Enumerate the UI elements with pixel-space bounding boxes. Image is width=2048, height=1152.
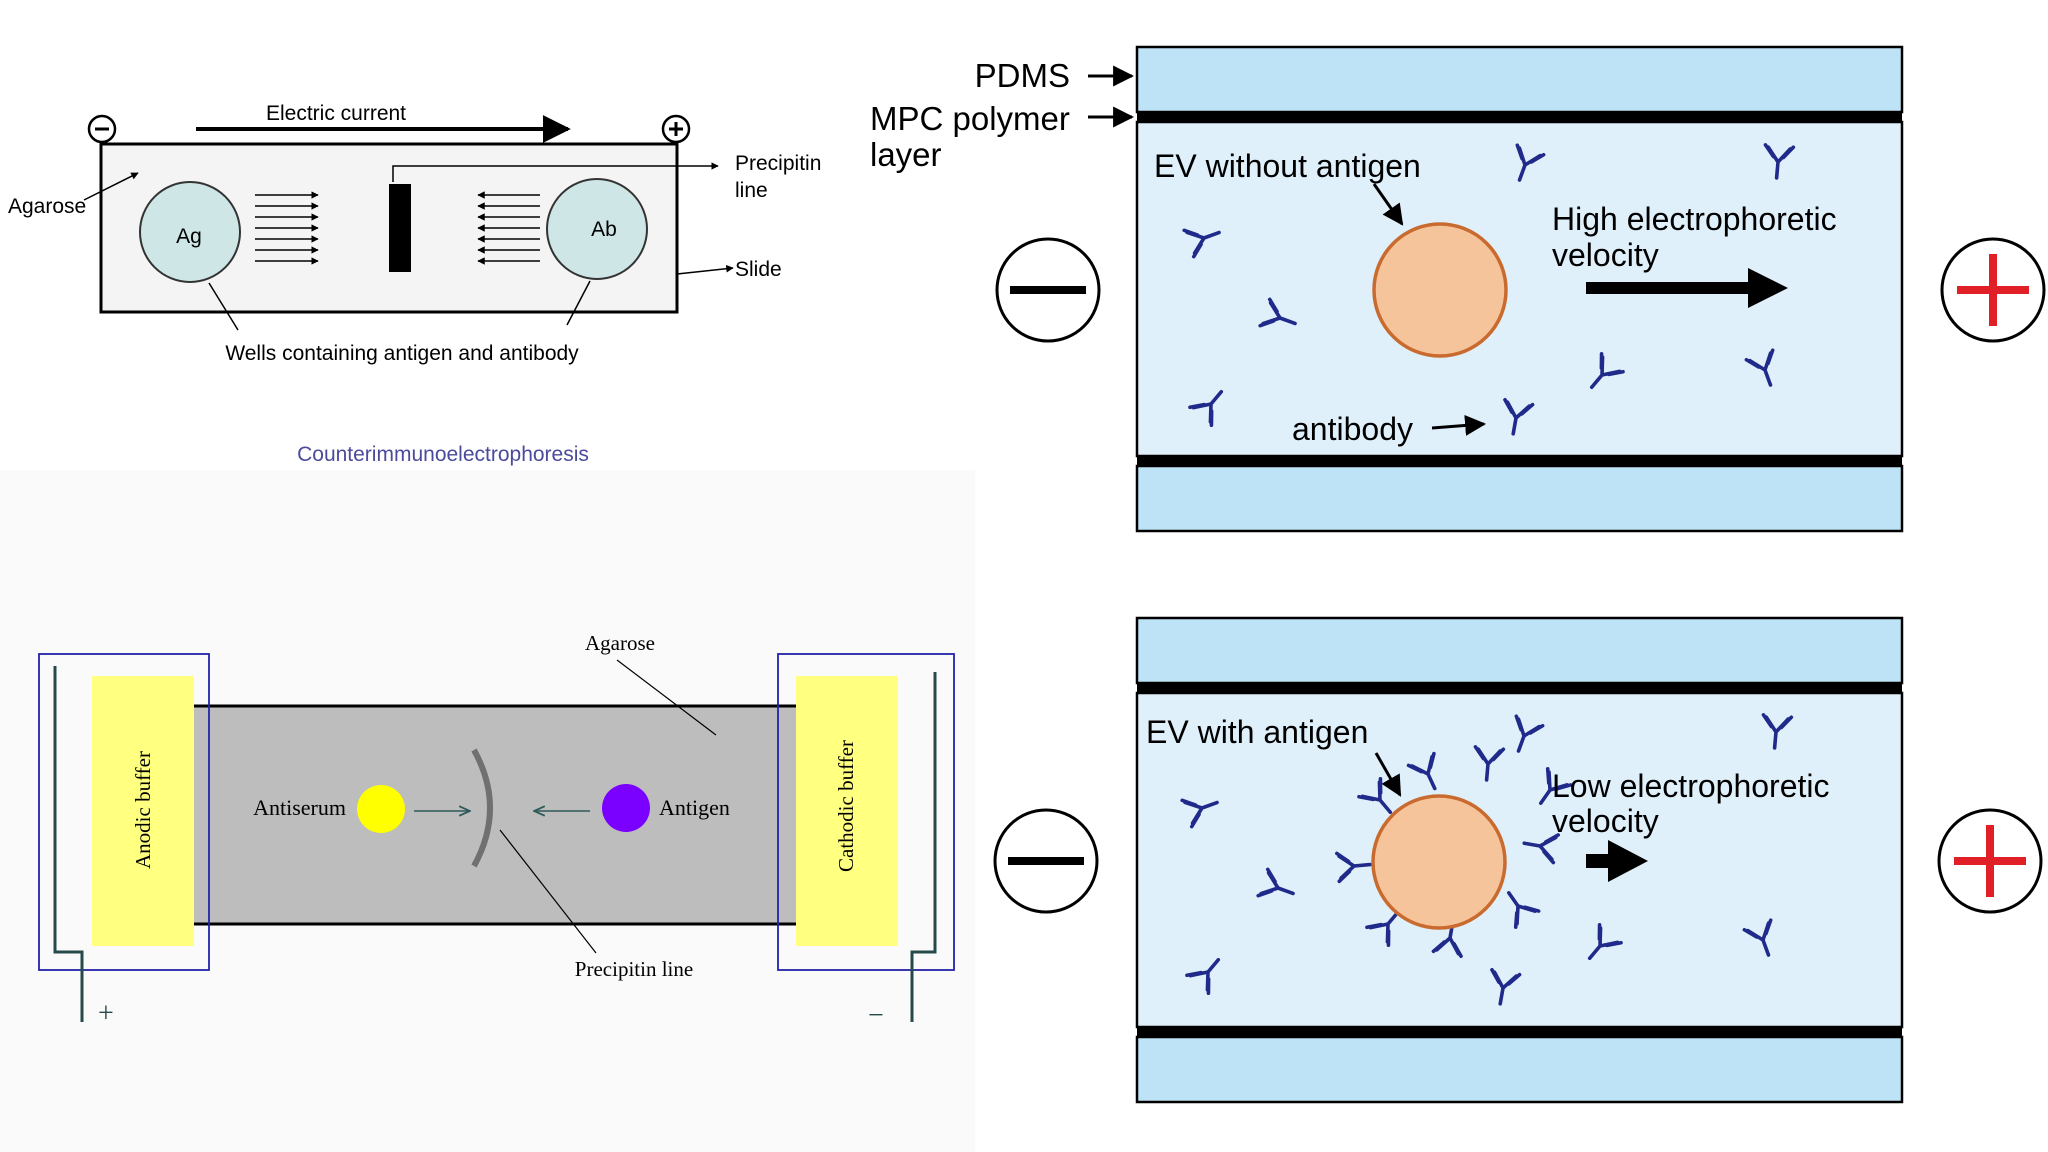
agarose-pointer-c — [616, 659, 717, 736]
agarose-gel — [190, 706, 800, 924]
anodic-buffer-label: Anodic buffer — [131, 751, 155, 869]
ev-without-arrow — [1372, 183, 1404, 226]
wells-pointer-right — [566, 280, 591, 326]
antigen-migration-arrows — [255, 191, 319, 265]
slide-label: Slide — [735, 258, 782, 281]
plus-terminal-icon-b — [1940, 237, 2046, 343]
antigen-well — [139, 181, 241, 283]
anodic-buffer-fill — [92, 676, 194, 946]
antibody-arrow — [1431, 414, 1487, 436]
mpc-layer-top-d — [1137, 683, 1902, 693]
ev-with-arrow — [1374, 752, 1402, 797]
plus-terminal-icon-d — [1937, 808, 2043, 914]
electric-current-label: Electric current — [266, 102, 406, 125]
antiserum-label: Antiserum — [253, 795, 346, 820]
minus-terminal-icon-b — [995, 237, 1101, 343]
minus-terminal-icon-d — [993, 808, 1099, 914]
ev-with-label: EV with antigen — [1146, 714, 1368, 750]
panel-c-gel-diagram: Anodic buffer + Cathodic buffer − Agaros… — [0, 470, 975, 1152]
wells-pointer-left — [208, 282, 239, 331]
pdms-label: PDMS — [975, 57, 1070, 94]
anode-plus-label: + — [98, 998, 114, 1029]
ev-particle — [1372, 222, 1508, 358]
agarose-label-c: Agarose — [585, 631, 655, 655]
panel-a-counterimmunoelectrophoresis: Electric current Agarose Ag Ab — [8, 102, 821, 466]
slide-pointer — [676, 264, 734, 275]
cathodic-buffer-label: Cathodic buffer — [834, 740, 858, 872]
panel-d-ev-with-antigen: EV with antigen Low electrophoretic velo… — [993, 616, 2043, 1104]
precipitin-label-1: Precipitin — [735, 152, 821, 175]
cathode-minus-label: − — [868, 1000, 884, 1031]
plus-electrode-icon — [661, 114, 691, 144]
antibody-well — [546, 178, 648, 280]
mpc-label-1: MPC polymer — [870, 100, 1070, 137]
high-velocity-arrow — [1586, 268, 1788, 308]
pdms-top — [1135, 45, 1904, 114]
cathodic-buffer-tank — [777, 653, 955, 971]
high-velocity-label-1: High electrophoretic — [1552, 201, 1837, 237]
precipitin-label-2: line — [735, 179, 768, 202]
antibody-well-label: Ab — [591, 218, 617, 241]
panel-a-caption: Counterimmunoelectrophoresis — [297, 443, 589, 466]
precipitin-label-c: Precipitin line — [575, 957, 693, 981]
anode-electrode — [53, 666, 84, 1022]
anodic-buffer-tank — [38, 653, 210, 971]
precipitin-arc — [471, 748, 493, 868]
precipitin-line-pointer — [392, 162, 719, 182]
antiserum-dot — [357, 785, 405, 833]
agarose-label: Agarose — [8, 195, 86, 218]
pdms-bottom — [1135, 464, 1904, 533]
antigen-well-label: Ag — [176, 225, 202, 248]
precipitin-pointer-c — [499, 829, 597, 954]
mpc-layer-top — [1137, 112, 1902, 122]
mpc-label-2: layer — [870, 136, 942, 173]
ev-without-label: EV without antigen — [1154, 148, 1421, 184]
mpc-layer-bottom-d — [1137, 1027, 1902, 1037]
low-velocity-label-2: velocity — [1552, 803, 1659, 839]
wells-label: Wells containing antigen and antibody — [225, 342, 579, 365]
cathode-electrode — [910, 672, 937, 1022]
precipitin-line-bar — [389, 184, 411, 272]
cathodic-buffer-fill — [796, 676, 898, 946]
low-velocity-arrow — [1586, 840, 1648, 882]
agarose-pointer — [83, 172, 139, 201]
mpc-layer-bottom — [1137, 456, 1902, 466]
low-velocity-label-1: Low electrophoretic — [1552, 768, 1829, 804]
antibody-label: antibody — [1292, 411, 1413, 447]
antigen-label: Antigen — [659, 795, 730, 820]
high-velocity-label-2: velocity — [1552, 237, 1659, 273]
antibody-migration-arrows — [477, 191, 540, 265]
minus-electrode-icon — [87, 114, 117, 144]
panel-b-ev-without-antigen: PDMS MPC polymer layer EV without antige… — [870, 45, 2046, 533]
ev-particle-with-antigen — [1371, 794, 1507, 930]
pdms-bottom-d — [1135, 1035, 1904, 1104]
pdms-top-d — [1135, 616, 1904, 685]
antigen-dot — [602, 784, 650, 832]
